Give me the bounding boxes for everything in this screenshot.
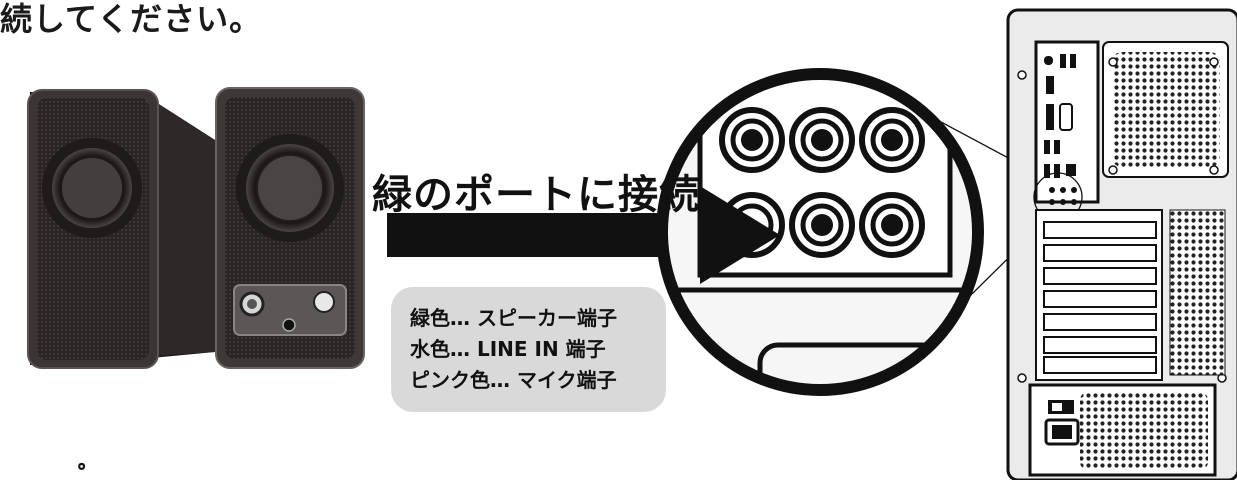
- port-color-legend: 緑色… スピーカー端子 水色… LINE IN 端子 ピンク色… マイク端子: [391, 287, 666, 412]
- legend-line-green: 緑色… スピーカー端子: [410, 306, 617, 330]
- speaker-right-icon: [215, 87, 365, 369]
- speaker-left-icon: [27, 89, 215, 369]
- jack-row-top: [719, 107, 925, 173]
- arrow-icon: [387, 186, 780, 284]
- arrow-label: 緑のポートに接続: [372, 172, 700, 218]
- top-caption: 続してください。: [0, 0, 263, 38]
- legend-line-pink: ピンク色… マイク端子: [410, 368, 617, 392]
- bottom-text-fragment: ゜: [78, 462, 105, 492]
- diagram-illustration: [27, 8, 1237, 480]
- legend-line-lightblue: 水色… LINE IN 端子: [410, 337, 606, 361]
- port-zoom-icon: [656, 68, 984, 396]
- pc-tower-icon: [1006, 8, 1237, 480]
